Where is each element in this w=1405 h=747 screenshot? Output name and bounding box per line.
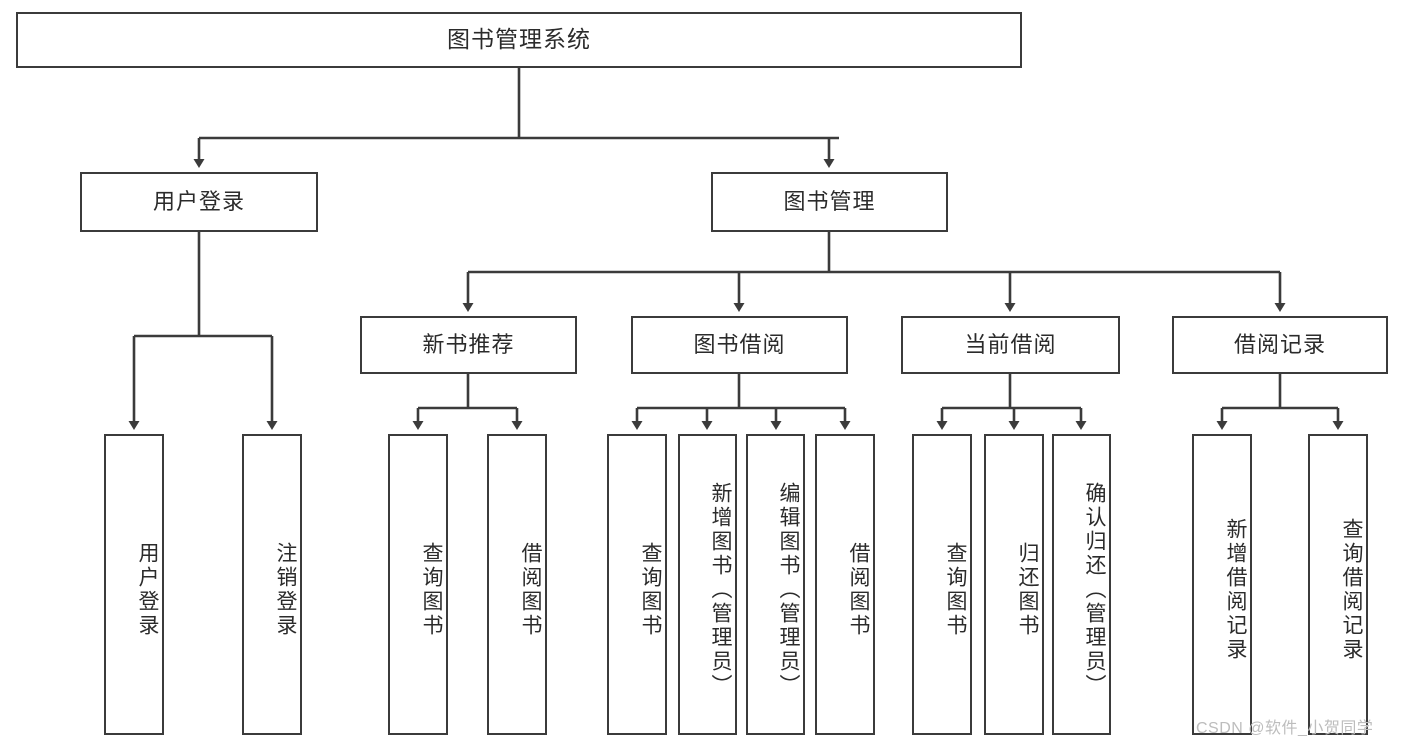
node-user-login-label: 用户登录 — [152, 188, 245, 214]
node-user-login[interactable]: 用户登录 — [80, 172, 318, 232]
leaf-confirm-return-admin[interactable]: 确认归还（管理员） — [1052, 434, 1111, 735]
node-book-management[interactable]: 图书管理 — [711, 172, 948, 232]
leaf-add-book-admin-label: 新增图书（管理员） — [709, 481, 732, 698]
leaf-borrow-book-recommend[interactable]: 借阅图书 — [487, 434, 547, 735]
node-book-management-label: 图书管理 — [783, 188, 876, 214]
leaf-query-book-recommend[interactable]: 查询图书 — [388, 434, 448, 735]
node-current-borrow[interactable]: 当前借阅 — [901, 316, 1120, 374]
leaf-logout[interactable]: 注销登录 — [242, 434, 302, 735]
leaf-query-borrow-record-label: 查询借阅记录 — [1340, 517, 1363, 662]
leaf-query-book-recommend-label: 查询图书 — [420, 541, 443, 638]
node-root-label: 图书管理系统 — [447, 26, 591, 53]
leaf-query-book-current[interactable]: 查询图书 — [912, 434, 972, 735]
leaf-user-login[interactable]: 用户登录 — [104, 434, 164, 735]
node-root[interactable]: 图书管理系统 — [16, 12, 1022, 68]
leaf-add-borrow-record[interactable]: 新增借阅记录 — [1192, 434, 1252, 735]
node-borrow-record[interactable]: 借阅记录 — [1172, 316, 1388, 374]
leaf-edit-book-admin-label: 编辑图书（管理员） — [777, 481, 800, 698]
leaf-borrow-book[interactable]: 借阅图书 — [815, 434, 875, 735]
node-new-book-recommend[interactable]: 新书推荐 — [360, 316, 577, 374]
node-borrow-record-label: 借阅记录 — [1233, 331, 1326, 357]
watermark: CSDN @软件_小贺同学 — [1196, 720, 1374, 737]
node-book-borrow[interactable]: 图书借阅 — [631, 316, 848, 374]
node-book-borrow-label: 图书借阅 — [693, 331, 786, 357]
leaf-confirm-return-admin-label: 确认归还（管理员） — [1083, 481, 1106, 698]
leaf-user-login-label: 用户登录 — [136, 541, 159, 638]
leaf-query-borrow-record[interactable]: 查询借阅记录 — [1308, 434, 1368, 735]
leaf-return-book[interactable]: 归还图书 — [984, 434, 1044, 735]
leaf-query-book-current-label: 查询图书 — [944, 541, 967, 638]
leaf-query-book-borrow-label: 查询图书 — [639, 541, 662, 638]
leaf-borrow-book-label: 借阅图书 — [847, 541, 870, 638]
node-new-book-recommend-label: 新书推荐 — [422, 331, 515, 357]
node-current-borrow-label: 当前借阅 — [964, 331, 1057, 357]
leaf-logout-label: 注销登录 — [274, 541, 297, 638]
leaf-edit-book-admin[interactable]: 编辑图书（管理员） — [746, 434, 805, 735]
leaf-borrow-book-recommend-label: 借阅图书 — [519, 541, 542, 638]
leaf-add-book-admin[interactable]: 新增图书（管理员） — [678, 434, 737, 735]
leaf-add-borrow-record-label: 新增借阅记录 — [1224, 517, 1247, 662]
leaf-query-book-borrow[interactable]: 查询图书 — [607, 434, 667, 735]
leaf-return-book-label: 归还图书 — [1016, 541, 1039, 638]
